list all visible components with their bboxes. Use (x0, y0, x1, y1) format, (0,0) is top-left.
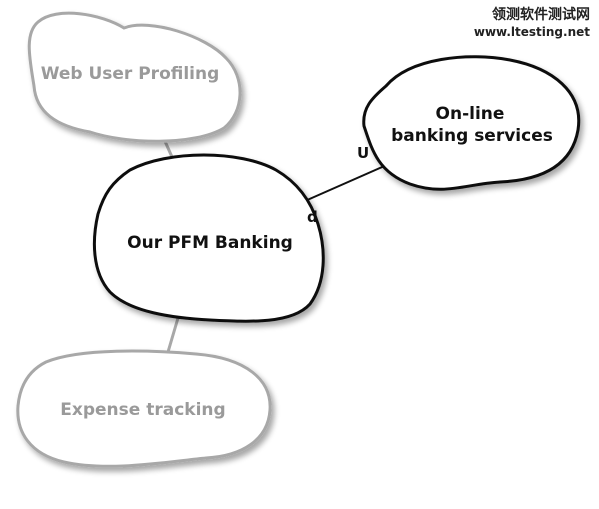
online-banking-label-line2: banking services (391, 126, 553, 146)
web-user-profiling-node[interactable] (27, 11, 242, 143)
expense-tracking-node[interactable] (16, 349, 272, 468)
pfm-banking-label: Our PFM Banking (127, 233, 293, 253)
expense-tracking-label: Expense tracking (60, 400, 225, 420)
edge-pfm-to-expense (166, 317, 180, 353)
online-banking-node[interactable] (362, 55, 581, 191)
pfm-banking-node[interactable] (92, 153, 325, 323)
upstream-marker: U (357, 144, 369, 162)
web-user-profiling-label: Web User Profiling (41, 64, 220, 84)
watermark-url: www.ltesting.net (474, 25, 590, 39)
downstream-marker: d (307, 208, 318, 226)
online-banking-label-line1: On-line (436, 104, 505, 124)
watermark-site-name: 领测软件测试网 (492, 6, 590, 23)
